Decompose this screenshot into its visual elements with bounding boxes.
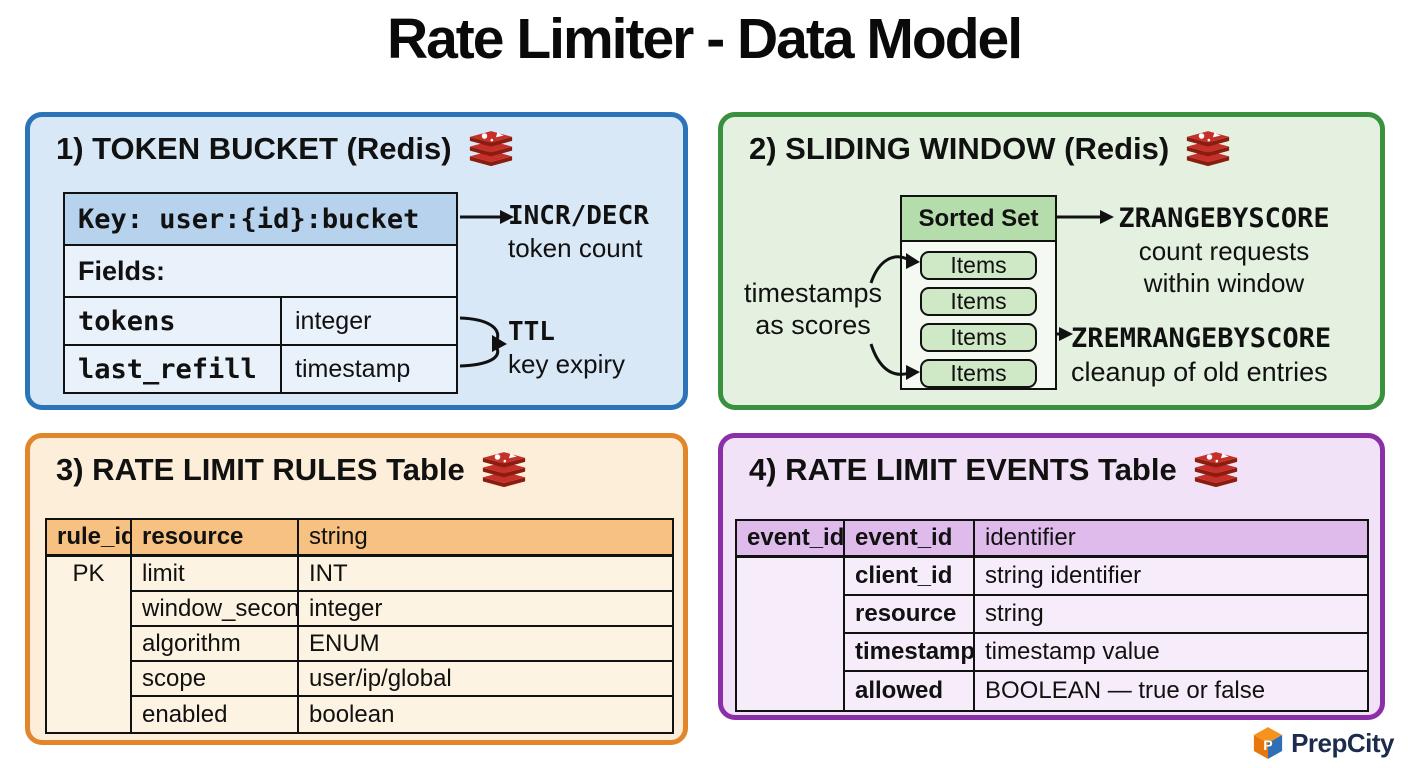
command-description: cleanup of old entries — [1071, 356, 1328, 387]
field-type: BOOLEAN — true or false — [985, 677, 1266, 704]
panel-token-bucket: 1) TOKEN BUCKET (Redis) Key: user:{id}:b… — [25, 112, 688, 410]
field-name: client_id — [845, 558, 975, 596]
field-name: tokens — [65, 298, 282, 344]
command-description: key expiry — [508, 348, 626, 379]
field-type: boolean — [309, 700, 395, 728]
field-type: ENUM — [299, 627, 672, 662]
column-header: identifier — [975, 521, 1367, 558]
field-name: timestamp — [845, 634, 975, 672]
column-header: string — [299, 520, 672, 557]
field-type: integer — [299, 592, 672, 627]
field-name: enabled — [132, 697, 299, 732]
panel-sliding-window-heading: 2) SLIDING WINDOW (Redis) — [749, 131, 1234, 167]
redis-icon — [482, 452, 525, 488]
field-type: integer — [295, 306, 372, 335]
command-description: count requests — [1138, 235, 1310, 266]
command-description: within window — [1143, 267, 1305, 298]
field-type: INT — [299, 557, 672, 592]
field-name: algorithm — [132, 627, 299, 662]
column-header: event_id — [737, 521, 845, 558]
timestamps-label: timestamps as scores — [731, 277, 895, 342]
sorted-set-item: Items — [920, 323, 1037, 352]
brand-name: PrepCity — [1291, 727, 1394, 758]
field-name: limit — [132, 557, 299, 592]
sorted-set-item: Items — [920, 287, 1037, 316]
events-table: event_id event_id identifier client_id s… — [735, 519, 1369, 712]
token-bucket-table: Key: user:{id}:bucket Fields: tokens int… — [63, 192, 458, 394]
panel-sliding-window-title: 2) SLIDING WINDOW (Redis) — [749, 131, 1170, 166]
timestamps-label-line: as scores — [755, 310, 871, 341]
field-type: string identifier — [975, 558, 1367, 596]
svg-text:P: P — [1263, 737, 1272, 753]
column-header: event_id — [845, 521, 975, 558]
annotation-zrangebyscore: ZRANGEBYSCORE count requests within wind… — [1115, 203, 1333, 299]
redis-command: INCR/DECR — [508, 201, 649, 231]
fields-row: Fields: — [65, 246, 456, 298]
sorted-set-header: Sorted Set — [902, 197, 1055, 242]
field-type: timestamp value — [975, 634, 1367, 672]
field-type: string — [975, 596, 1367, 634]
panel-events-heading: 4) RATE LIMIT EVENTS Table — [749, 452, 1242, 488]
table-row: last_refill timestamp — [65, 346, 456, 392]
command-description: token count — [508, 232, 643, 263]
field-name: scope — [132, 662, 299, 697]
sorted-set-body: Items Items Items Items — [902, 242, 1055, 388]
panel-sliding-window: 2) SLIDING WINDOW (Redis) Sorted Set Ite… — [718, 112, 1385, 410]
redis-command: ZREMRANGEBYSCORE — [1071, 323, 1332, 354]
redis-command: ZRANGEBYSCORE — [1118, 203, 1330, 234]
table-row: tokens integer — [65, 298, 456, 346]
annotation-zremrangebyscore: ZREMRANGEBYSCORE cleanup of old entries — [1071, 323, 1331, 389]
rules-table: rule_id resource string PK limit INT win… — [45, 518, 674, 734]
field-name: resource — [845, 596, 975, 634]
pk-cell: PK — [47, 557, 132, 732]
redis-icon — [1187, 131, 1230, 167]
field-type: timestamp — [295, 354, 411, 383]
timestamps-label-line: timestamps — [743, 278, 883, 308]
sorted-set-item: Items — [920, 251, 1037, 280]
panel-events-title: 4) RATE LIMIT EVENTS Table — [749, 452, 1177, 487]
column-header: rule_id — [47, 520, 132, 557]
field-type: user/ip/global — [299, 662, 672, 697]
panel-token-bucket-title: 1) TOKEN BUCKET (Redis) — [56, 131, 452, 166]
field-name: allowed — [845, 672, 975, 710]
field-name: last_refill — [65, 346, 282, 392]
brand-logo: P PrepCity — [1253, 726, 1394, 760]
panel-rules-table: 3) RATE LIMIT RULES Table rule_id resour… — [25, 433, 688, 745]
redis-icon — [469, 131, 512, 167]
annotation-ttl: TTL key expiry — [508, 317, 625, 380]
sorted-set-box: Sorted Set Items Items Items Items — [900, 195, 1057, 390]
panel-rules-heading: 3) RATE LIMIT RULES Table — [56, 452, 530, 488]
page-title: Rate Limiter - Data Model — [386, 7, 1023, 71]
key-row: Key: user:{id}:bucket — [65, 194, 456, 246]
panel-token-bucket-heading: 1) TOKEN BUCKET (Redis) — [56, 131, 517, 167]
sorted-set-item: Items — [920, 359, 1037, 388]
field-name: window_seconds — [132, 592, 299, 627]
empty-key-cell — [737, 558, 845, 710]
prepcity-icon: P — [1253, 727, 1283, 759]
column-header: resource — [132, 520, 299, 557]
annotation-incr-decr: INCR/DECR token count — [508, 201, 649, 264]
panel-rules-title: 3) RATE LIMIT RULES Table — [56, 452, 465, 487]
redis-icon — [1194, 452, 1237, 488]
panel-events-table: 4) RATE LIMIT EVENTS Table event_id even… — [718, 433, 1385, 720]
redis-command: TTL — [508, 317, 555, 347]
